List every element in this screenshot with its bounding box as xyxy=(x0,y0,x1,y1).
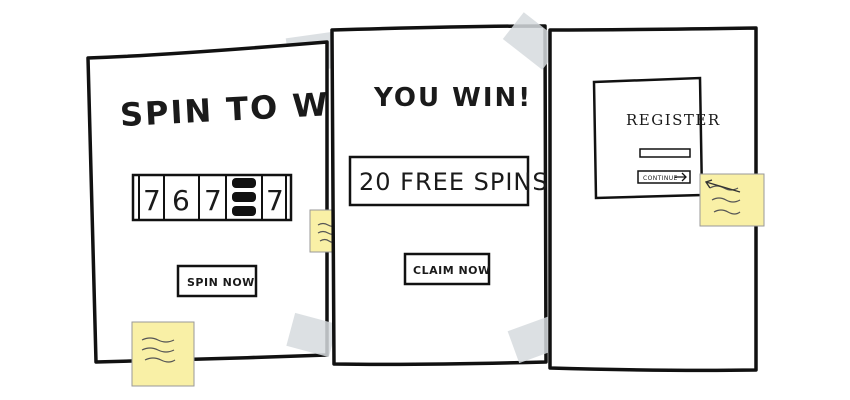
tape-strip xyxy=(286,312,338,358)
sticky-note xyxy=(131,321,195,387)
svg-text:SPIN NOW: SPIN NOW xyxy=(187,276,255,289)
svg-text:CONTINUE: CONTINUE xyxy=(643,175,678,182)
register-input-field[interactable] xyxy=(639,148,691,158)
reel-1: 7 xyxy=(143,184,161,217)
spin-now-button[interactable]: SPIN NOW xyxy=(176,264,258,298)
arrow-left-icon xyxy=(704,179,741,193)
reel-4-bar-icon xyxy=(232,178,256,216)
panel-outline xyxy=(330,24,548,367)
tape-strip xyxy=(502,12,564,70)
slot-machine-reels: 7 6 7 7 xyxy=(131,173,293,222)
register-title: REGISTER xyxy=(626,111,721,129)
prize-label: 20 FREE SPINS xyxy=(359,168,549,196)
panel-spin-to-win: SPIN TO WIN 7 6 7 7 SPIN NOW xyxy=(86,31,373,387)
panel-register: REGISTER CONTINUE xyxy=(548,26,765,373)
reel-3: 7 xyxy=(204,184,222,217)
panel-you-win: YOU WIN! 20 FREE SPINS CLAIM NOW xyxy=(330,12,565,367)
sticky-note xyxy=(699,173,765,227)
prize-box: 20 FREE SPINS xyxy=(348,155,549,207)
svg-text:CLAIM NOW: CLAIM NOW xyxy=(413,264,491,277)
reel-2: 6 xyxy=(172,184,190,217)
registration-form: REGISTER CONTINUE xyxy=(592,76,721,200)
arrow-right-icon xyxy=(675,172,687,182)
continue-button[interactable]: CONTINUE xyxy=(637,170,691,184)
claim-now-button[interactable]: CLAIM NOW xyxy=(403,252,491,286)
reel-5: 7 xyxy=(266,184,284,217)
panel-title: YOU WIN! xyxy=(373,83,532,113)
